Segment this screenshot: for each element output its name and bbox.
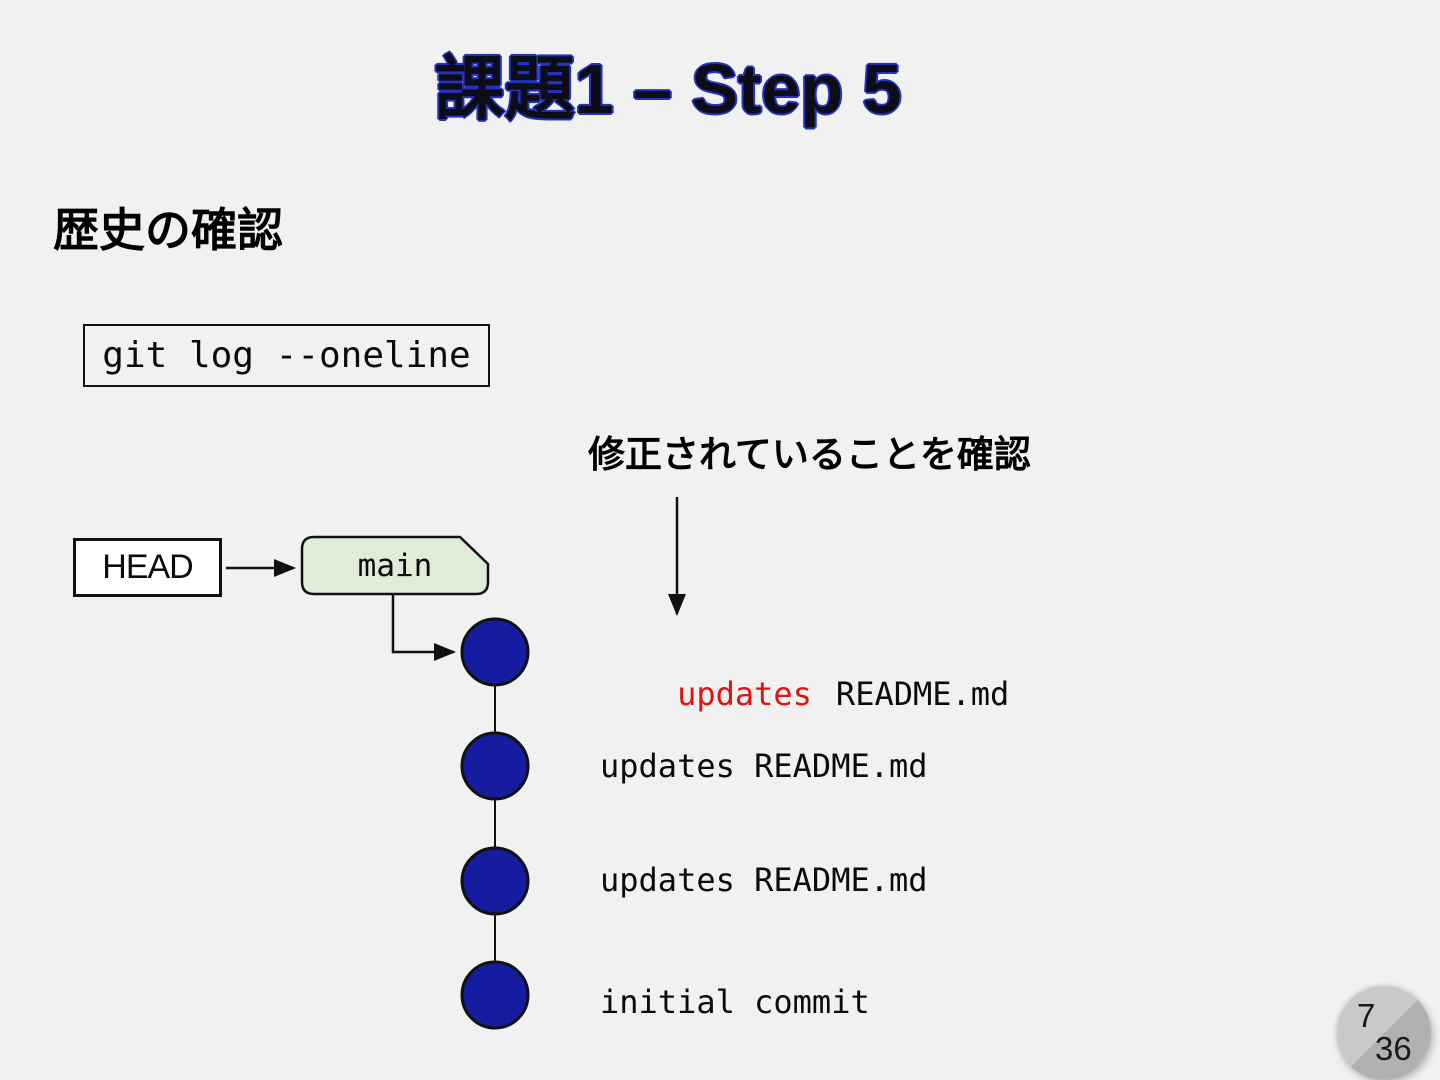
page-number-badge: 7 36	[1337, 986, 1431, 1080]
branch-label: main	[357, 547, 433, 584]
branch-tag-shape	[300, 535, 490, 596]
command-text: git log --oneline	[102, 335, 471, 376]
commit-message: updates README.md	[600, 747, 928, 785]
main-to-commit-arrow	[391, 595, 456, 661]
commit-node	[460, 846, 530, 916]
commit-message: initial commit	[600, 983, 870, 1021]
annotation-text: 修正されていることを確認	[588, 434, 1031, 475]
command-box: git log --oneline	[83, 324, 490, 387]
head-ref-label: HEAD	[102, 548, 193, 586]
commit-message-rest: README.md	[835, 675, 1010, 713]
commit-message: updates README.md	[600, 861, 928, 899]
commit-node	[460, 731, 530, 801]
commit-node	[460, 960, 530, 1030]
section-heading: 歴史の確認	[53, 204, 283, 256]
page-current: 7	[1357, 997, 1376, 1034]
slide-title: 課題1 – Step 5	[434, 50, 902, 128]
commit-message-highlight: updates	[677, 675, 812, 713]
head-ref-box: HEAD	[73, 538, 222, 597]
commit-message: updates README.md	[600, 631, 1009, 713]
page-total: 36	[1375, 1030, 1412, 1067]
commit-node	[460, 617, 530, 687]
